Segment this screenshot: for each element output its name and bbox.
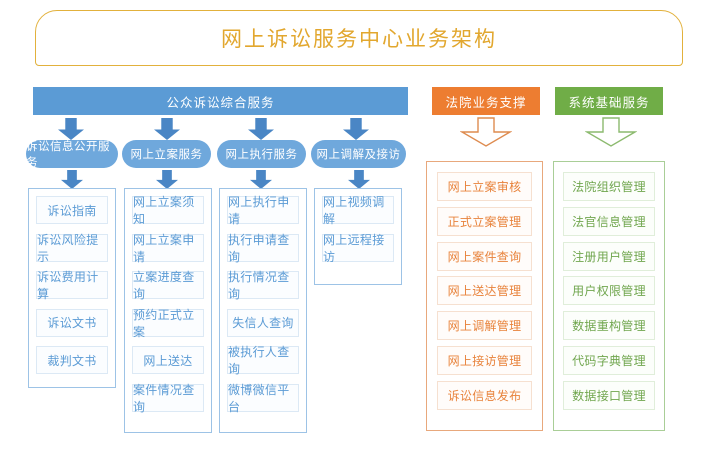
leaf-item[interactable]: 诉讼风险提示	[36, 233, 108, 264]
down-arrow-icon-to-mediation	[343, 118, 369, 140]
leaf-item[interactable]: 法官信息管理	[563, 206, 655, 236]
down-arrow-icon-system-services	[584, 117, 638, 147]
leaf-item[interactable]: 注册用户管理	[563, 241, 655, 271]
leaf-item[interactable]: 诉讼信息发布	[437, 380, 532, 410]
leaf-item[interactable]: 网上视频调解	[322, 195, 394, 226]
leaf-item[interactable]: 执行申请查询	[227, 233, 299, 264]
leaf-item[interactable]: 预约正式立案	[132, 308, 204, 339]
leaf-item[interactable]: 网上调解管理	[437, 311, 532, 341]
leaf-item[interactable]: 网上送达管理	[437, 276, 532, 306]
leaf-item[interactable]: 网上执行申请	[227, 195, 299, 226]
leaf-item[interactable]: 案件情况查询	[132, 383, 204, 414]
page-title: 网上诉讼服务中心业务架构	[221, 27, 497, 51]
group-pill-filing[interactable]: 网上立案服务	[122, 140, 211, 168]
leaf-item[interactable]: 正式立案管理	[437, 206, 532, 236]
leaf-item[interactable]: 网上立案申请	[132, 233, 204, 264]
leaf-item[interactable]: 网上远程接访	[322, 233, 394, 264]
leaf-item[interactable]: 网上立案须知	[132, 195, 204, 226]
leaf-item[interactable]: 网上送达	[132, 346, 204, 374]
group-pill-info[interactable]: 诉讼信息公开服务	[26, 139, 118, 169]
leaf-item[interactable]: 网上案件查询	[437, 241, 532, 271]
leaf-item[interactable]: 裁判文书	[36, 346, 108, 374]
leaf-item[interactable]: 数据重构管理	[563, 311, 655, 341]
down-arrow-icon-to-filing	[154, 118, 180, 140]
leaf-item[interactable]: 诉讼费用计算	[36, 270, 108, 301]
leaf-item[interactable]: 网上立案审核	[437, 172, 532, 201]
header-bar-public-services: 公众诉讼综合服务	[33, 87, 408, 115]
down-arrow-icon-to-execution	[248, 118, 274, 140]
down-arrow-icon-execution-items	[250, 170, 272, 189]
leaf-item[interactable]: 微博微信平台	[227, 383, 299, 414]
diagram-title-banner: 网上诉讼服务中心业务架构	[35, 10, 683, 66]
group-pill-execution[interactable]: 网上执行服务	[217, 140, 306, 168]
leaf-item[interactable]: 被执行人查询	[227, 345, 299, 376]
leaf-item[interactable]: 失信人查询	[227, 308, 299, 337]
down-arrow-icon-court-support	[459, 117, 513, 147]
down-arrow-icon-to-info	[58, 118, 84, 140]
down-arrow-icon-info-items	[61, 170, 83, 189]
down-arrow-icon-mediation-items	[348, 170, 370, 189]
leaf-item[interactable]: 数据接口管理	[563, 380, 655, 410]
header-bar-court-support: 法院业务支撑	[432, 87, 540, 115]
leaf-item[interactable]: 用户权限管理	[563, 276, 655, 306]
header-bar-system-services: 系统基础服务	[555, 87, 663, 115]
down-arrow-icon-filing-items	[156, 170, 178, 189]
leaf-item[interactable]: 诉讼指南	[36, 196, 108, 224]
group-pill-mediation[interactable]: 网上调解及接访	[311, 140, 406, 168]
leaf-item[interactable]: 执行情况查询	[227, 270, 299, 301]
leaf-item[interactable]: 立案进度查询	[132, 270, 204, 301]
leaf-item[interactable]: 代码字典管理	[563, 346, 655, 375]
leaf-item[interactable]: 诉讼文书	[36, 308, 108, 337]
leaf-item[interactable]: 网上接访管理	[437, 346, 532, 375]
leaf-item[interactable]: 法院组织管理	[563, 172, 655, 201]
